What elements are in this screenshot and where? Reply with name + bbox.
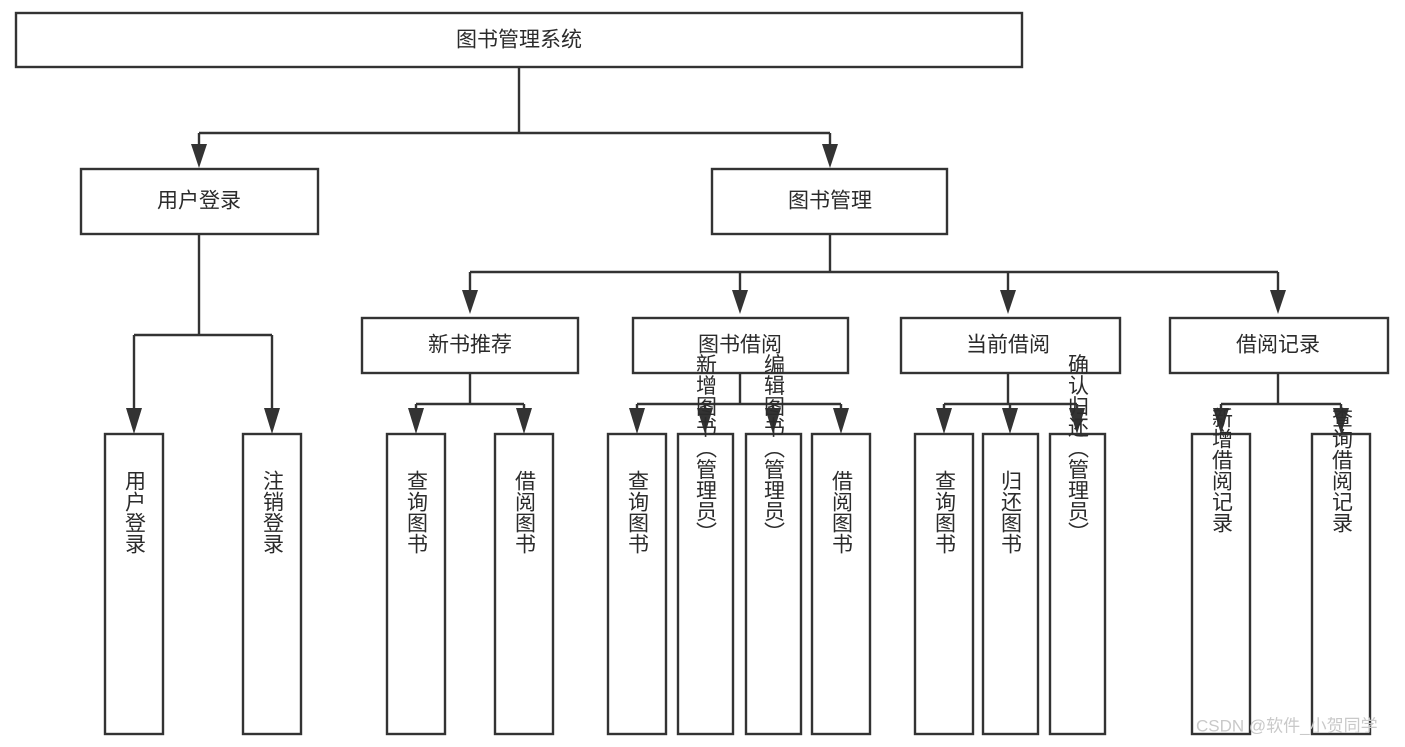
leaf-user-login-1-label: 用户登录 — [123, 470, 147, 554]
arrow-record-leaf-2 — [1333, 408, 1349, 434]
node-root-system-box[interactable] — [14, 11, 1024, 69]
arrow-current-leaf-1 — [936, 408, 952, 434]
arrow-borrow-leaf-3 — [765, 408, 781, 434]
arrow-root-to-user-login — [191, 144, 207, 168]
leaf-user-login-2-label: 注销登录 — [261, 470, 285, 554]
node-current-borrow[interactable]: 当前借阅 — [899, 316, 1122, 375]
arrow-current-leaf-2 — [1002, 408, 1018, 434]
connector-layer — [126, 67, 1349, 434]
node-current-borrow-box[interactable] — [899, 316, 1122, 375]
arrow-book-mgmt-to-record — [1270, 290, 1286, 314]
leaf-current-borrow-2[interactable]: 归还图书 — [981, 432, 1040, 736]
arrow-book-mgmt-to-new-book — [462, 290, 478, 314]
node-borrow-record[interactable]: 借阅记录 — [1168, 316, 1390, 375]
leaf-new-book-1-label: 查询图书 — [405, 470, 429, 554]
leaf-current-borrow-3-box[interactable] — [1048, 432, 1107, 736]
node-book-management-label: 图书管理 — [788, 190, 872, 213]
leaf-new-book-1[interactable]: 查询图书 — [385, 432, 447, 736]
leaf-borrow-record-2-label: 查询借阅记录 — [1330, 407, 1354, 533]
leaf-new-book-2-box[interactable] — [493, 432, 555, 736]
arrow-record-leaf-1 — [1213, 408, 1229, 434]
arrow-new-book-leaf-2 — [516, 408, 532, 434]
arrow-root-to-book-mgmt — [822, 144, 838, 168]
node-book-borrow-box[interactable] — [631, 316, 850, 375]
leaf-current-borrow-3[interactable]: 确认归还（管理员） — [1048, 354, 1107, 736]
node-user-login[interactable]: 用户登录 — [79, 167, 320, 236]
node-book-management-box[interactable] — [710, 167, 949, 236]
arrow-user-login-leaf-2 — [264, 408, 280, 434]
leaf-borrow-record-1-label: 新增借阅记录 — [1210, 407, 1234, 533]
leaf-book-borrow-2[interactable]: 新增图书（管理员） — [676, 354, 735, 736]
arrow-borrow-leaf-4 — [833, 408, 849, 434]
leaf-book-borrow-3-box[interactable] — [744, 432, 803, 736]
leaf-user-login-1-box[interactable] — [103, 432, 165, 736]
leaf-book-borrow-3-label: 编辑图书（管理员） — [762, 354, 786, 543]
arrow-book-mgmt-to-current — [1000, 290, 1016, 314]
node-new-book-recommend[interactable]: 新书推荐 — [360, 316, 580, 375]
node-root-system-label: 图书管理系统 — [456, 29, 582, 52]
leaf-book-borrow-3[interactable]: 编辑图书（管理员） — [744, 354, 803, 736]
leaf-current-borrow-1-label: 查询图书 — [933, 470, 957, 554]
node-user-login-box[interactable] — [79, 167, 320, 236]
leaf-book-borrow-2-label: 新增图书（管理员） — [694, 354, 718, 543]
node-user-login-label: 用户登录 — [157, 190, 241, 213]
leaf-borrow-record-1[interactable]: 新增借阅记录 — [1190, 407, 1252, 736]
leaf-new-book-1-box[interactable] — [385, 432, 447, 736]
leaf-current-borrow-3-label: 确认归还（管理员） — [1066, 354, 1090, 543]
node-book-borrow-label: 图书借阅 — [698, 334, 782, 357]
node-book-borrow[interactable]: 图书借阅 — [631, 316, 850, 375]
node-borrow-record-box[interactable] — [1168, 316, 1390, 375]
node-root-system[interactable]: 图书管理系统 — [14, 11, 1024, 69]
leaf-borrow-record-2-box[interactable] — [1310, 432, 1372, 736]
node-book-management[interactable]: 图书管理 — [710, 167, 949, 236]
node-borrow-record-label: 借阅记录 — [1236, 334, 1320, 357]
leaf-new-book-2[interactable]: 借阅图书 — [493, 432, 555, 736]
leaf-new-book-2-label: 借阅图书 — [513, 470, 537, 554]
leaf-book-borrow-4-label: 借阅图书 — [830, 470, 854, 554]
leaf-book-borrow-1-box[interactable] — [606, 432, 668, 736]
leaf-current-borrow-1-box[interactable] — [913, 432, 975, 736]
node-current-borrow-label: 当前借阅 — [966, 334, 1050, 357]
arrow-book-mgmt-to-borrow — [732, 290, 748, 314]
arrow-current-leaf-3 — [1069, 408, 1085, 434]
leaf-current-borrow-2-label: 归还图书 — [999, 470, 1023, 554]
node-new-book-recommend-box[interactable] — [360, 316, 580, 375]
arrow-borrow-leaf-2 — [697, 408, 713, 434]
leaf-user-login-2[interactable]: 注销登录 — [241, 432, 303, 736]
leaf-user-login-1[interactable]: 用户登录 — [103, 432, 165, 736]
arrow-user-login-leaf-1 — [126, 408, 142, 434]
leaf-user-login-2-box[interactable] — [241, 432, 303, 736]
arrow-borrow-leaf-1 — [629, 408, 645, 434]
leaf-book-borrow-4-box[interactable] — [810, 432, 872, 736]
leaf-book-borrow-4[interactable]: 借阅图书 — [810, 432, 872, 736]
leaf-book-borrow-1[interactable]: 查询图书 — [606, 432, 668, 736]
leaf-book-borrow-2-box[interactable] — [676, 432, 735, 736]
arrow-new-book-leaf-1 — [408, 408, 424, 434]
leaf-book-borrow-1-label: 查询图书 — [626, 470, 650, 554]
leaf-borrow-record-1-box[interactable] — [1190, 432, 1252, 736]
leaf-current-borrow-2-box[interactable] — [981, 432, 1040, 736]
leaf-current-borrow-1[interactable]: 查询图书 — [913, 432, 975, 736]
node-new-book-recommend-label: 新书推荐 — [428, 334, 512, 357]
csdn-watermark: CSDN @软件_小贺同学 — [1196, 716, 1378, 735]
leaf-borrow-record-2[interactable]: 查询借阅记录 — [1310, 407, 1372, 736]
